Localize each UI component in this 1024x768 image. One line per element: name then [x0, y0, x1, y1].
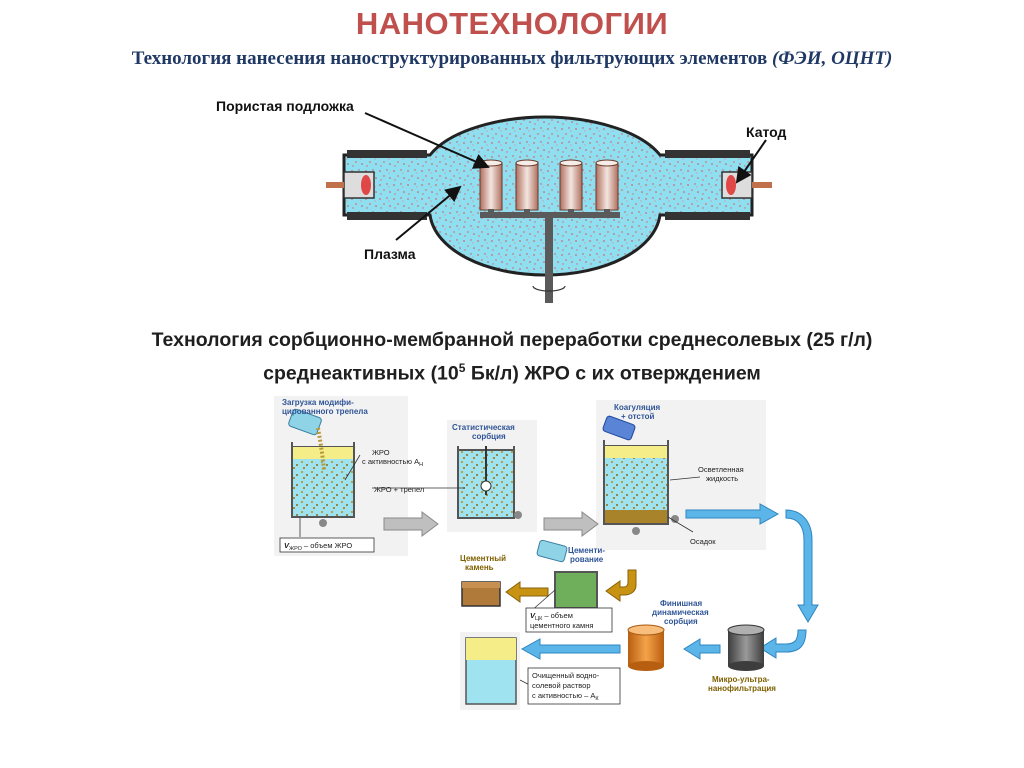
chamber-body — [326, 115, 772, 303]
substrate-holder — [480, 209, 620, 303]
purified-3: с активностью – AК — [532, 691, 599, 702]
section-heading: Технология сорбционно-мембранной перераб… — [60, 326, 964, 388]
stat-caption-2: сорбция — [472, 432, 506, 441]
lrw-tripoli: ЖРО + трепел — [374, 485, 424, 494]
load-caption-2: цированного трепела — [282, 407, 368, 416]
section-heading-line1: Технология сорбционно-мембранной перераб… — [151, 329, 873, 351]
purified-1: Очищенный водно- — [532, 671, 600, 680]
filtration-cylinder — [727, 624, 765, 671]
cementing-1: Цементи- — [568, 546, 605, 555]
cement-stone-1: Цементный — [460, 554, 506, 563]
tank-purified — [460, 632, 520, 710]
lrw-activity-2: с активностью AН — [362, 457, 423, 468]
coag-caption-2: + отстой — [621, 412, 655, 421]
substrate-pointer — [364, 112, 490, 169]
section-heading-line2: среднеактивных (105 Бк/л) ЖРО с их отвер… — [263, 361, 761, 385]
final-1: Финишная — [660, 599, 702, 608]
tank-coagulation — [602, 415, 679, 535]
page-subtitle: Технология нанесения наноструктурированн… — [0, 48, 1024, 70]
coil-left — [347, 150, 427, 220]
subtitle-italic: (ФЭИ, ОЦНТ) — [771, 48, 893, 69]
v-cs-box — [525, 607, 613, 633]
label-porous-substrate: Пористая подложка — [216, 98, 354, 114]
flow-arrows-blue — [520, 503, 819, 660]
clarified-2: жидкость — [706, 474, 738, 483]
tank-loading — [288, 408, 355, 527]
final-3: сорбция — [664, 617, 698, 626]
v-lrw-box — [279, 537, 375, 553]
finishing-sorption-cylinder — [627, 624, 665, 671]
subtitle-text: Технология нанесения наноструктурированн… — [131, 48, 768, 69]
cathode-right — [721, 171, 772, 199]
tank-cementing — [536, 539, 598, 609]
clarified-1: Осветленная — [698, 465, 744, 474]
load-caption-1: Загрузка модифи- — [282, 398, 354, 407]
coil-right — [665, 150, 750, 220]
label-cathode: Катод — [746, 124, 787, 140]
label-plasma: Плазма — [364, 246, 416, 262]
final-2: динамическая — [652, 608, 709, 617]
purified-box — [527, 667, 621, 705]
page-title: НАНОТЕХНОЛОГИИ — [355, 6, 669, 41]
v-cs-label: VЦК – объем — [530, 611, 573, 622]
v-lrw-label: VЖРО – объем ЖРО — [284, 541, 352, 552]
process-scheme — [274, 396, 819, 710]
sediment-label: Осадок — [690, 537, 716, 546]
cathode-pointer — [735, 139, 767, 184]
lrw-activity-1: ЖРО — [372, 448, 390, 457]
v-cs-label-2: цементного камня — [530, 621, 593, 630]
cementing-2: рование — [570, 555, 604, 564]
cement-stone-2: камень — [465, 563, 494, 572]
micro-2: нанофильтрация — [708, 684, 776, 693]
flow-arrows-gray — [383, 511, 599, 537]
cathode-left — [326, 171, 375, 199]
coag-caption-1: Коагуляция — [614, 403, 660, 412]
rotation-arrow-icon — [532, 285, 566, 292]
flow-arrows-cement — [505, 569, 637, 603]
purified-2: солевой раствор — [532, 681, 591, 690]
cement-stone-block — [461, 581, 501, 607]
stat-caption-1: Статистическая — [452, 423, 515, 432]
micro-1: Микро-ультра- — [712, 675, 770, 684]
tank-static-sorption — [457, 446, 522, 519]
plasma-pointer — [395, 185, 462, 241]
